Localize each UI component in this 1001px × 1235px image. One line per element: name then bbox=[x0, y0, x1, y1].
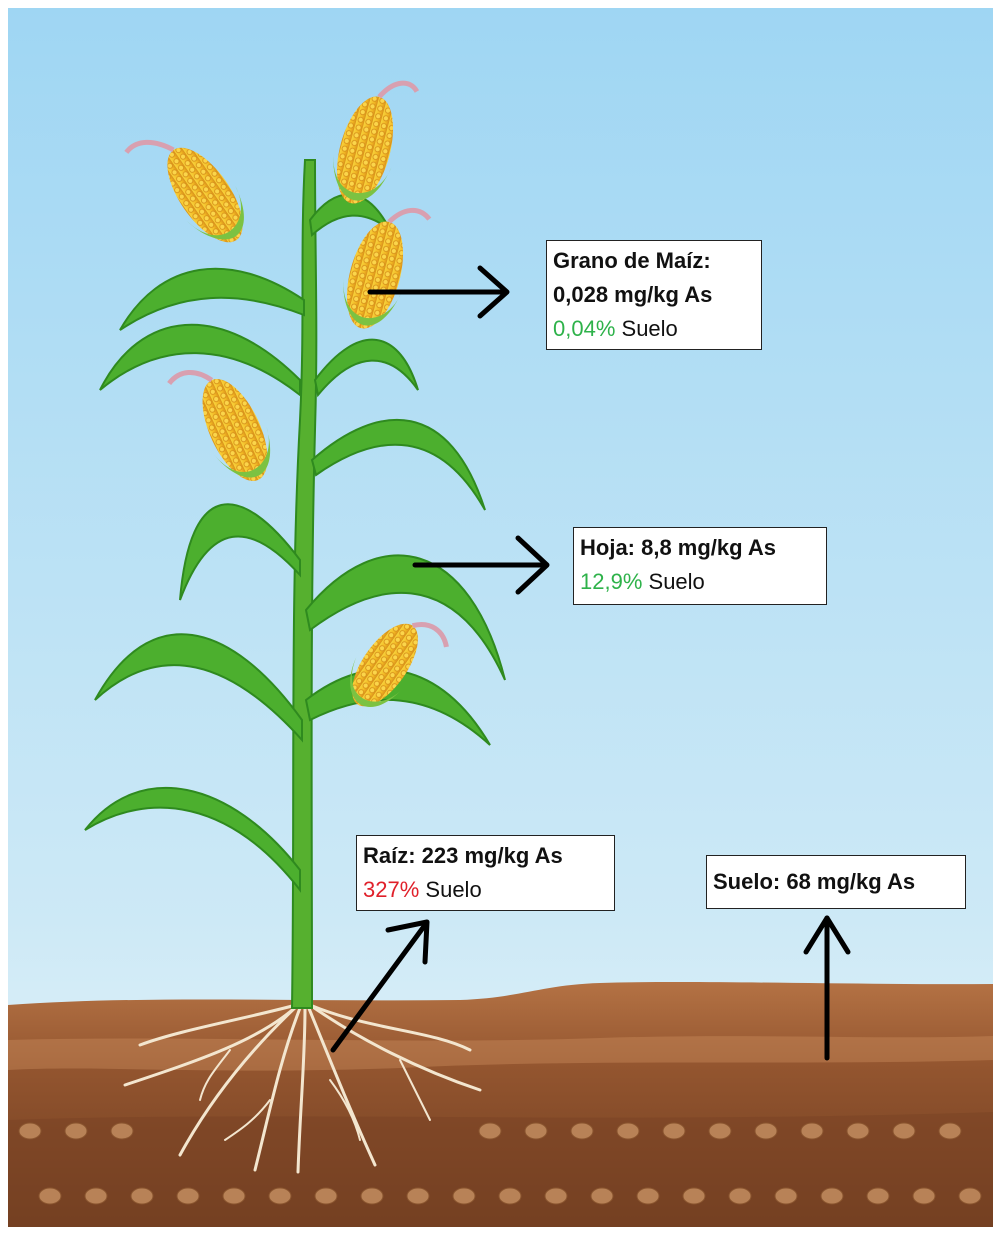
hoja-title: Hoja: 8,8 mg/kg As bbox=[580, 531, 818, 565]
pebble bbox=[847, 1123, 869, 1139]
pebble bbox=[223, 1188, 245, 1204]
pebble bbox=[453, 1188, 475, 1204]
pebble bbox=[617, 1123, 639, 1139]
pebble bbox=[85, 1188, 107, 1204]
hoja-suffix: Suelo bbox=[649, 569, 705, 594]
pebble bbox=[637, 1188, 659, 1204]
pebble bbox=[801, 1123, 823, 1139]
label-hoja: Hoja: 8,8 mg/kg As 12,9% Suelo bbox=[573, 527, 827, 605]
pebble bbox=[39, 1188, 61, 1204]
pebble bbox=[591, 1188, 613, 1204]
pebble bbox=[131, 1188, 153, 1204]
grano-percent: 0,04% bbox=[553, 316, 615, 341]
pebble bbox=[709, 1123, 731, 1139]
pebble bbox=[867, 1188, 889, 1204]
pebble bbox=[545, 1188, 567, 1204]
label-suelo: Suelo: 68 mg/kg As bbox=[706, 855, 966, 909]
pebble bbox=[959, 1188, 981, 1204]
pebble bbox=[683, 1188, 705, 1204]
hoja-percent: 12,9% bbox=[580, 569, 642, 594]
pebble bbox=[19, 1123, 41, 1139]
grano-suffix: Suelo bbox=[622, 316, 678, 341]
pebble bbox=[269, 1188, 291, 1204]
pebble bbox=[729, 1188, 751, 1204]
suelo-title: Suelo: 68 mg/kg As bbox=[713, 865, 957, 899]
pebble bbox=[913, 1188, 935, 1204]
grano-title: Grano de Maíz: bbox=[553, 244, 753, 278]
pebble bbox=[893, 1123, 915, 1139]
pebble bbox=[821, 1188, 843, 1204]
raiz-percent: 327% bbox=[363, 877, 419, 902]
pebble bbox=[775, 1188, 797, 1204]
pebble bbox=[571, 1123, 593, 1139]
grano-value: 0,028 mg/kg As bbox=[553, 278, 753, 312]
pebble bbox=[177, 1188, 199, 1204]
pebble bbox=[939, 1123, 961, 1139]
soil-ground bbox=[8, 982, 993, 1227]
label-raiz: Raíz: 223 mg/kg As 327% Suelo bbox=[356, 835, 615, 911]
pebble bbox=[407, 1188, 429, 1204]
pebble bbox=[525, 1123, 547, 1139]
pebble bbox=[479, 1123, 501, 1139]
raiz-suffix: Suelo bbox=[425, 877, 481, 902]
pebble bbox=[361, 1188, 383, 1204]
pebble bbox=[663, 1123, 685, 1139]
label-grano: Grano de Maíz: 0,028 mg/kg As 0,04% Suel… bbox=[546, 240, 762, 350]
pebble bbox=[65, 1123, 87, 1139]
pebble bbox=[755, 1123, 777, 1139]
raiz-title: Raíz: 223 mg/kg As bbox=[363, 839, 606, 873]
pebble bbox=[111, 1123, 133, 1139]
pebble bbox=[315, 1188, 337, 1204]
pebble bbox=[499, 1188, 521, 1204]
